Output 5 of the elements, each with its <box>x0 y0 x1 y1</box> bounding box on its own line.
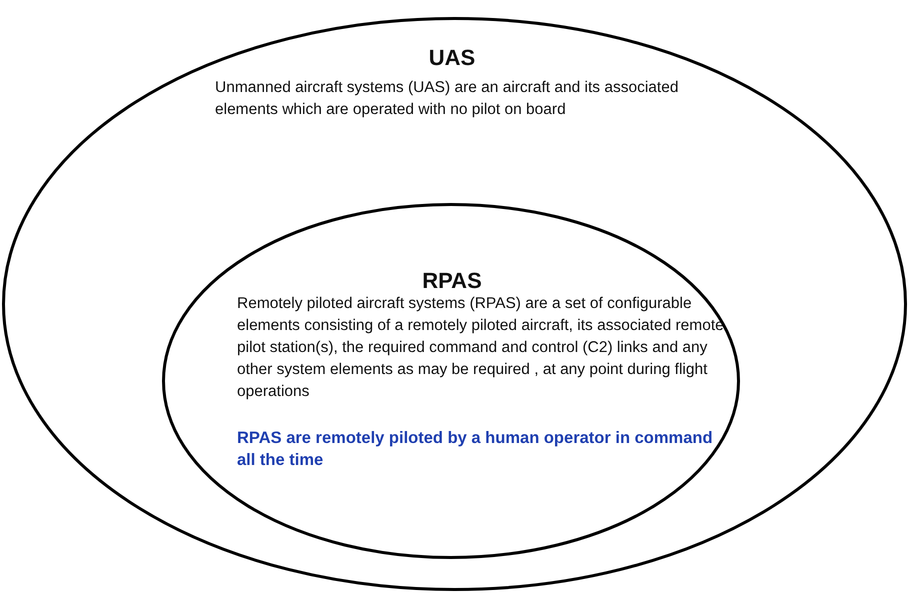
definition-text: Unmanned aircraft systems (UAS) are an aircraft and its associated elements which are operated with no pilot on board <box>215 78 680 120</box>
heading: UAS <box>428 45 476 71</box>
heading: RPAS <box>421 268 483 294</box>
emphasis-note: RPAS are remotely piloted by a human operator in command all the time <box>237 428 714 471</box>
definition-text: Remotely piloted aircraft systems (RPAS) are a set of configurable elements consisting of a remotely piloted aircraft, its associated remote pilot station(s), the required command and control (C2) links and any other system elements as may be required , at any point during flight operations <box>237 294 725 402</box>
